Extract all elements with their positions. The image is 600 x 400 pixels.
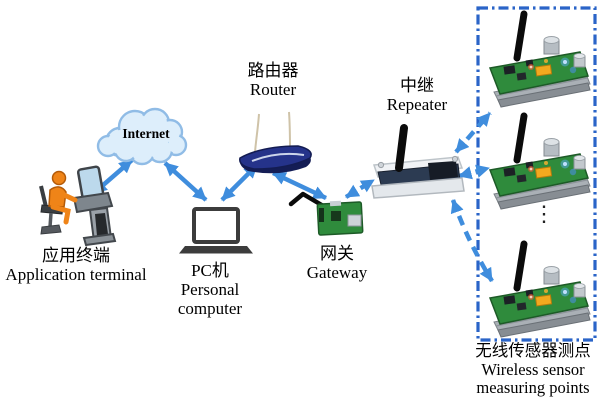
sensor-ellipsis: ⋮: [533, 201, 555, 226]
router-label: 路由器 Router: [228, 61, 318, 99]
repeater-icon: [371, 124, 465, 199]
internet-cloud-icon: [96, 107, 188, 166]
gateway-label: 网关 Gateway: [287, 244, 387, 282]
gateway-label-en: Gateway: [306, 263, 368, 283]
router-antenna-left: [254, 113, 260, 153]
application-terminal-label-en: Application terminal: [5, 265, 147, 285]
link-repeater-sensor1: [454, 111, 492, 154]
pc-laptop-icon: [179, 207, 253, 254]
internet-label: Internet: [122, 126, 170, 141]
terminal-keyboard: [72, 191, 114, 214]
repeater-antenna: [395, 124, 408, 172]
person-head: [51, 170, 67, 186]
pc-label-zh: PC机: [191, 261, 229, 280]
pc-label-en2: computer: [177, 299, 243, 319]
pc-label: PC机 Personal computer: [160, 261, 260, 319]
application-terminal-icon: [39, 165, 117, 247]
sensor-group-label-en1: Wireless sensor: [481, 359, 585, 379]
link-router-gateway: [272, 170, 327, 201]
link-gateway-repeater: [344, 178, 376, 199]
router-icon: [239, 111, 312, 174]
chair-back: [39, 185, 48, 208]
gateway-label-zh: 网关: [320, 244, 354, 263]
repeater-label: 中继 Repeater: [367, 76, 467, 114]
dashed-links: [344, 111, 494, 283]
router-body: [239, 145, 312, 170]
pc-label-en1: Personal: [180, 280, 240, 300]
application-terminal-label-zh: 应用终端: [42, 246, 110, 265]
gateway-board-icon: [288, 191, 364, 236]
sensor-node-2: [490, 116, 590, 209]
repeater-label-zh: 中继: [400, 76, 434, 95]
repeater-label-en: Repeater: [386, 95, 448, 115]
sensor-group-label-en2: measuring points: [476, 378, 590, 398]
router-label-zh: 路由器: [247, 61, 299, 80]
link-repeater-sensor2: [458, 164, 490, 180]
link-repeater-sensor3: [450, 199, 494, 283]
gateway-antenna: [288, 191, 328, 210]
router-antenna-right: [288, 111, 291, 151]
application-terminal-label: 应用终端 Application terminal: [0, 246, 154, 284]
sensor-node-1: [490, 14, 590, 107]
sensor-group-label-zh: 无线传感器测点: [475, 341, 591, 360]
sensor-group-label: 无线传感器测点 Wireless sensor measuring points: [458, 341, 600, 398]
link-internet-pc: [163, 161, 208, 202]
router-label-en: Router: [249, 80, 297, 100]
sensor-node-3: [490, 244, 590, 337]
